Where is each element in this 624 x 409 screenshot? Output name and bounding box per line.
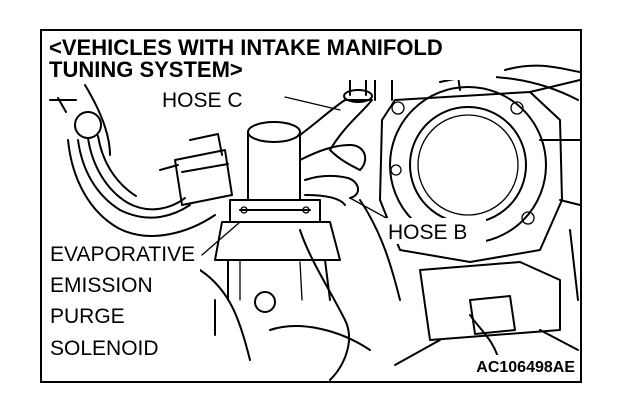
hose-c-label: HOSE C (162, 89, 243, 112)
leader-hose-c (284, 96, 341, 111)
purge-solenoid (214, 121, 341, 301)
solenoid-label-line-4: SOLENOID (50, 337, 159, 360)
wire-harness (49, 84, 216, 237)
connector (159, 133, 233, 206)
hose-c-bg (160, 86, 284, 112)
leader-hose-b (349, 197, 391, 221)
solenoid-label-line-3: PURGE (50, 305, 125, 328)
hose-b-bg (386, 218, 486, 244)
solenoid-label-bg (48, 240, 200, 372)
title-bg (46, 36, 496, 80)
title-line-2: TUNING SYSTEM> (49, 57, 243, 82)
hose-b-label: HOSE B (388, 221, 467, 244)
solenoid-label-line-1: EVAPORATIVE (50, 243, 195, 266)
solenoid-label-line-2: EMISSION (50, 274, 153, 297)
leader-solenoid (201, 221, 241, 256)
hoses (299, 89, 373, 206)
title-line-1: <VEHICLES WITH INTAKE MANIFOLD (49, 35, 443, 60)
reference-code: AC106498AE (476, 359, 575, 376)
ref-bg (446, 355, 578, 377)
